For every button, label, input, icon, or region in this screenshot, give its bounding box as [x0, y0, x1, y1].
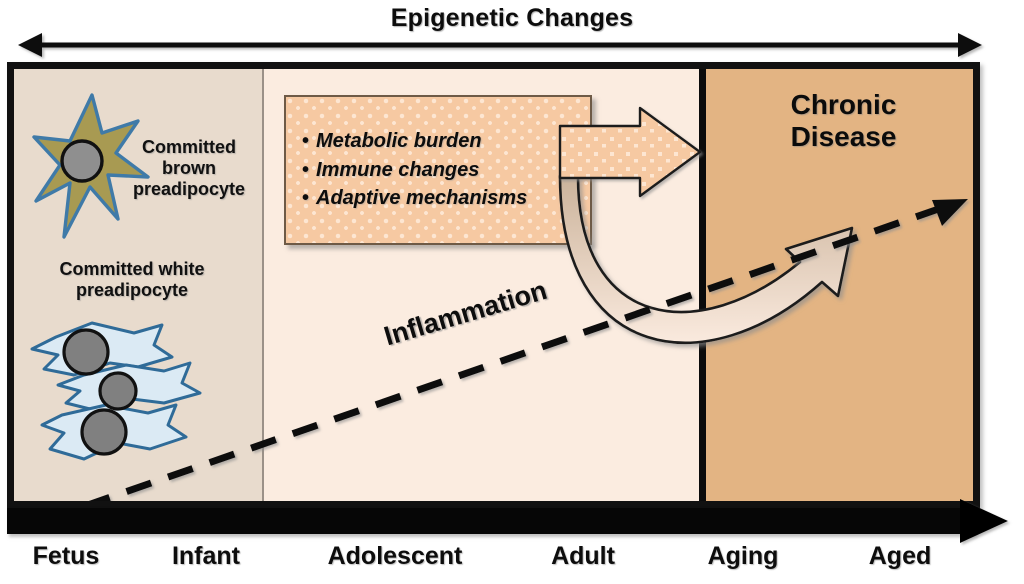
timeline-stage-labels: Fetus Infant Adolescent Adult Aging Aged — [0, 542, 1024, 582]
page-title: Epigenetic Changes — [390, 4, 634, 32]
list-item: Metabolic burden — [302, 127, 527, 155]
effects-list: Metabolic burden Immune changes Adaptive… — [286, 127, 527, 212]
brown-preadipocyte-label: Committed brown preadipocyte — [132, 137, 246, 200]
epigenetic-changes-arrow — [18, 33, 982, 57]
list-item: Immune changes — [302, 156, 527, 184]
list-item: Adaptive mechanisms — [302, 184, 527, 212]
timeline-bar — [7, 508, 975, 534]
stage-label-aging: Aging — [707, 542, 779, 570]
white-preadipocyte-icon — [30, 321, 202, 461]
stage-label-aged: Aged — [868, 542, 932, 570]
white-preadipocyte-label: Committed white preadipocyte — [59, 259, 205, 301]
stage-label-adult: Adult — [551, 542, 615, 570]
timeline-arrowhead — [960, 499, 1008, 543]
timeline-frame: Committed brown preadipocyte Committed w… — [7, 62, 980, 508]
brown-preadipocyte-icon — [32, 93, 150, 239]
stage-label-adolescent: Adolescent — [327, 542, 463, 570]
stage-label-infant: Infant — [171, 542, 241, 570]
chronic-disease-label: Chronic Disease — [790, 89, 897, 152]
mid-life-effects-box: Metabolic burden Immune changes Adaptive… — [284, 95, 592, 245]
stage-label-fetus: Fetus — [32, 542, 100, 570]
